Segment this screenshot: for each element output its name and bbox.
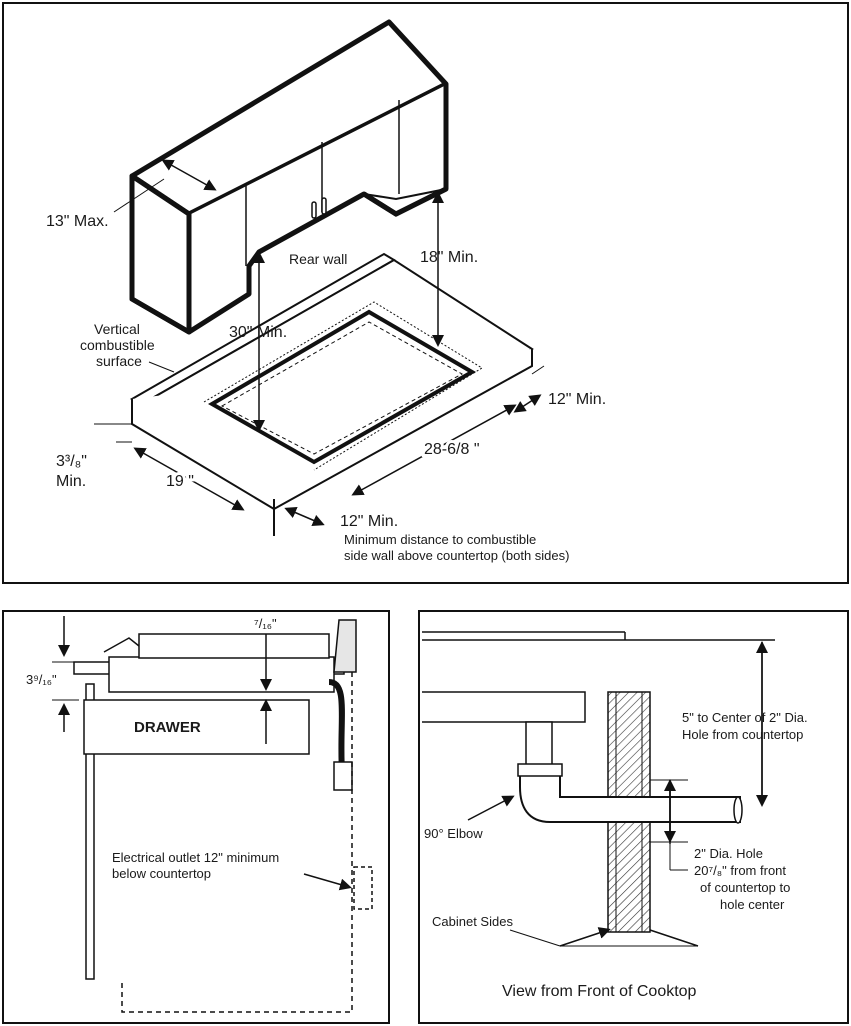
- width-19-dimension: 19 " 19 ": [133, 447, 245, 511]
- hole-label-4: hole center: [720, 897, 785, 912]
- hole-label-1: 2" Dia. Hole: [694, 846, 763, 861]
- center-label-1: 5" to Center of 2" Dia.: [682, 710, 808, 725]
- caption: View from Front of Cooktop: [502, 983, 697, 1000]
- svg-text:Vertical: Vertical: [94, 321, 140, 337]
- svg-text:combustible: combustible: [80, 337, 155, 353]
- front-height-dimension: 3³/₈" Min.: [56, 423, 132, 490]
- outlet-line-1: Electrical outlet 12" minimum: [112, 850, 279, 865]
- depth-max-label: 13" Max.: [46, 213, 109, 230]
- cabinet-outline: [121, 672, 353, 1013]
- side-12-label: 12" Min.: [548, 391, 606, 408]
- drawer-label: DRAWER: [134, 719, 201, 736]
- outlet-box: [353, 866, 373, 910]
- backsplash: [333, 619, 357, 673]
- svg-text:surface: surface: [96, 353, 142, 369]
- cabinet-sides-label: Cabinet Sides: [432, 914, 513, 929]
- front-view-drawing: 5" to Center of 2" Dia. Hole from counte…: [422, 631, 808, 1000]
- front-view-panel: 5" to Center of 2" Dia. Hole from counte…: [418, 610, 849, 1024]
- front-dim-value: 3³/₈": [56, 453, 87, 470]
- height-18-label: 18" Min.: [420, 249, 478, 266]
- width-28-dimension: 28-6/8 " 28-6/8 ": [351, 404, 517, 496]
- width-19-label: 19 ": [166, 473, 194, 490]
- elbow-label: 90° Elbow: [424, 826, 483, 841]
- depth-dimension: 13" Max.: [46, 159, 217, 230]
- hole-label-2: 20⁷/₈" from front: [694, 863, 786, 878]
- clearance-diagram-panel: 13" Max. Rear wall 18" Min. 30" Min. Ver…: [2, 2, 849, 584]
- vertical-surface-label: Vertical combustible surface: [80, 321, 175, 373]
- depth-label: 3⁹/₁₆": [26, 672, 57, 687]
- height-30-label: 30" Min.: [229, 324, 287, 341]
- note-line-2: side wall above countertop (both sides): [344, 548, 569, 563]
- elbow-pipe: [519, 769, 741, 823]
- note-line-1: Minimum distance to combustible: [344, 532, 536, 547]
- clearance-drawing: 13" Max. Rear wall 18" Min. 30" Min. Ver…: [46, 19, 606, 563]
- side-view-drawing: DRAWER 3⁹/₁₆" ⁷/₁₆" Electrical outlet 12…: [26, 616, 373, 1013]
- side-12-bottom-label: 12" Min.: [340, 513, 398, 530]
- cabinet-wall: [85, 683, 95, 980]
- width-28-label: 28-6/8 ": [424, 441, 480, 458]
- side-12-dimension: 12" Min.: [513, 365, 606, 413]
- side-view-panel: DRAWER 3⁹/₁₆" ⁷/₁₆" Electrical outlet 12…: [2, 610, 390, 1024]
- cooktop-grates: [138, 633, 330, 659]
- side-12-bottom-dimension: 12" Min. Minimum distance to combustible…: [284, 507, 569, 563]
- center-label-2: Hole from countertop: [682, 727, 803, 742]
- gas-conduit: [328, 679, 345, 773]
- outlet-line-2: below countertop: [112, 866, 211, 881]
- cooktop-body: [108, 656, 335, 693]
- svg-text:19 ": 19 ": [166, 473, 194, 490]
- rear-wall-label: Rear wall: [289, 251, 347, 267]
- svg-text:28-6/8 ": 28-6/8 ": [424, 441, 480, 458]
- top-fraction-label: ⁷/₁₆": [254, 616, 277, 631]
- front-dim-min: Min.: [56, 473, 86, 490]
- hole-label-3: of countertop to: [700, 880, 790, 895]
